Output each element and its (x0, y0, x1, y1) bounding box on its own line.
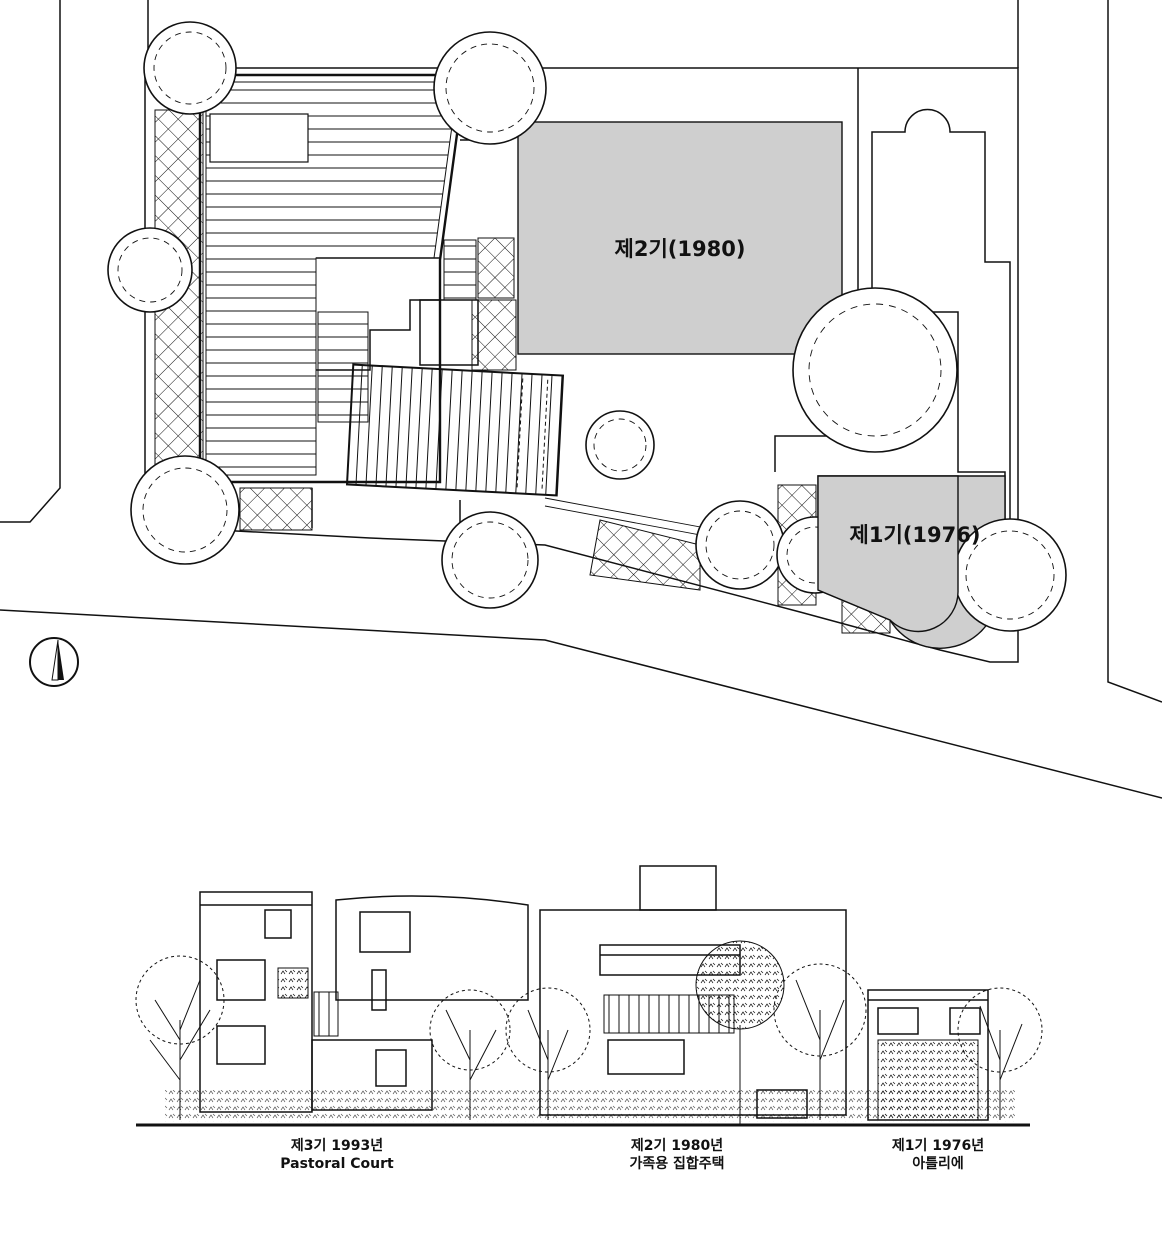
caption-phase2-line2: 가족용 집합주택 (629, 1155, 724, 1172)
elevation-captions: 제3기 1993년 Pastoral Court 제2기 1980년 가족용 집… (280, 1138, 984, 1172)
tree (143, 21, 237, 115)
caption-phase3-line2: Pastoral Court (280, 1156, 394, 1172)
tree (585, 410, 655, 480)
caption-phase2-line1: 제2기 1980년 (631, 1138, 723, 1154)
tree (135, 955, 225, 1120)
tree (107, 227, 193, 313)
street-lines (0, 0, 1162, 799)
phase2-plan-label: 제2기(1980) (615, 237, 746, 261)
caption-phase1-line1: 제1기 1976년 (892, 1138, 984, 1154)
phase3-elevation (199, 891, 529, 1113)
tree (792, 287, 958, 453)
caption-phase1-line2: 아틀리에 (912, 1155, 964, 1172)
tree (441, 511, 539, 609)
shrubs (165, 1090, 1015, 1122)
glass-block-grid (277, 967, 309, 999)
phase2-building (517, 121, 843, 355)
elevation: 제3기 1993년 Pastoral Court 제2기 1980년 가족용 집… (135, 865, 1043, 1172)
tree (433, 31, 547, 145)
caption-phase3-line1: 제3기 1993년 (291, 1138, 383, 1154)
north-arrow-icon (29, 637, 79, 687)
tree (695, 500, 785, 590)
tree (695, 940, 785, 1125)
phase1-plan-label: 제1기(1976) (850, 523, 981, 547)
phase1-building-fill (817, 475, 959, 633)
elevation-trees (135, 940, 1043, 1125)
tree (130, 455, 240, 565)
tree (953, 518, 1067, 632)
phase2-elevation (539, 865, 847, 1119)
site-plan: 제2기(1980) 제1기(1976) (0, 0, 1162, 799)
tilted-deck-block (345, 363, 565, 497)
